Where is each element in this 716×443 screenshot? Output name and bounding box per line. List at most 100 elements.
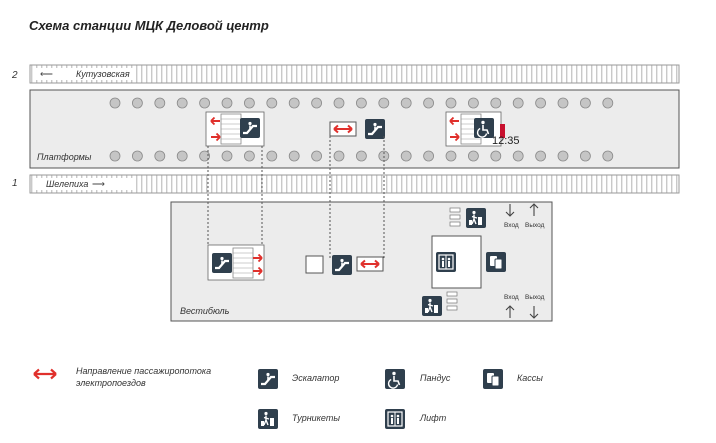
platform-dot	[333, 150, 345, 162]
platform-dot	[288, 150, 300, 162]
marker-bar	[500, 124, 505, 138]
platform-dot	[602, 97, 614, 109]
exit-label-bottom: Выход	[525, 294, 545, 301]
platform-dot	[602, 150, 614, 162]
platform-dot	[557, 97, 569, 109]
platform-dot	[243, 97, 255, 109]
platform-dot	[512, 150, 524, 162]
entry-exit-bottom	[505, 305, 539, 319]
platform-dot	[557, 150, 569, 162]
platform-dot	[176, 150, 188, 162]
platform-dot	[467, 150, 479, 162]
turnstile-icon	[421, 295, 443, 317]
wheelchair-ramp-icon	[384, 368, 406, 390]
platform-dot	[109, 97, 121, 109]
vestibule-label: Вестибюль	[180, 306, 230, 316]
connectors	[207, 136, 385, 258]
track-2-direction: Кутузовская	[76, 69, 130, 79]
platform-dot	[535, 150, 546, 162]
platform-dot	[580, 97, 591, 109]
platform-dot	[490, 150, 502, 162]
vestibule-escalator-middle	[305, 253, 384, 277]
platform-dots-bottom	[109, 150, 614, 162]
vestibule-turnstiles-top	[449, 207, 487, 229]
platform-dot	[378, 97, 390, 109]
platform-dot	[266, 150, 278, 162]
platform-dot	[355, 150, 367, 162]
escalator-icon	[256, 367, 280, 391]
platform-dot	[400, 97, 412, 109]
platform-dot	[131, 97, 143, 109]
double-arrow-icon	[329, 121, 357, 137]
vestibule-elevator-block	[431, 235, 507, 289]
escalator-icon	[330, 253, 354, 277]
legend-flow-label-line2: электропоездов	[76, 378, 146, 388]
escalator-icon	[238, 116, 262, 140]
platform-dot	[535, 97, 546, 109]
turnstile-icon	[257, 408, 279, 430]
platform-dot	[467, 97, 479, 109]
platform-dot	[131, 150, 143, 162]
platform-dot	[243, 150, 255, 162]
ticket-cashier-icon	[482, 368, 504, 390]
entry-label-top: Вход	[504, 222, 519, 229]
platforms-label: Платформы	[37, 152, 92, 162]
legend-elevator-label: Лифт	[419, 413, 447, 423]
platform-dot	[355, 97, 367, 109]
platform-dot	[221, 97, 233, 109]
platform-dot	[311, 150, 323, 162]
legend-flow-icon	[33, 368, 57, 380]
platform-dot	[109, 150, 121, 162]
track-2-number: 2	[11, 70, 18, 81]
legend-turnstiles-label: Турникеты	[292, 413, 340, 423]
legend-flow-label-line1: Направление пассажиропотока	[76, 366, 211, 376]
escalator-icon	[210, 251, 234, 275]
platform-dot	[266, 97, 278, 109]
track-1	[29, 174, 680, 194]
platform-dot	[400, 150, 412, 162]
entry-label-bottom: Вход	[504, 294, 519, 301]
legend-ramp-label: Пандус	[420, 373, 451, 383]
escalator-icon	[363, 117, 387, 141]
platform-dot	[512, 97, 524, 109]
track-1-direction: Шелепиха	[46, 179, 88, 189]
wheelchair-ramp-icon	[473, 117, 495, 139]
arrow-up-icon	[505, 305, 515, 318]
platform-dot	[580, 150, 591, 162]
arrow-down-icon	[505, 204, 515, 217]
platform-dot	[490, 97, 502, 109]
track-2-arrow-icon: ⟵	[40, 69, 53, 79]
elevator-icon	[435, 251, 457, 273]
track-1-number: 1	[12, 178, 18, 189]
double-arrow-icon	[356, 256, 384, 272]
platform-ramp-group: 12:35	[445, 111, 520, 147]
platform-dot	[445, 97, 457, 109]
marker-label: 12:35	[492, 135, 520, 147]
platform-dot	[199, 150, 211, 162]
legend: Направление пассажиропотока электропоезд…	[33, 366, 543, 430]
platform-dots-top	[109, 97, 614, 109]
page-title: Схема станции МЦК Деловой центр	[29, 18, 269, 33]
platform-dot	[445, 150, 457, 162]
elevator-icon	[384, 408, 406, 430]
legend-cashier-label: Кассы	[517, 373, 543, 383]
platform-dot	[333, 97, 345, 109]
platform-dot	[176, 97, 188, 109]
platform-dot	[154, 97, 166, 109]
legend-escalator-label: Эскалатор	[292, 373, 339, 383]
arrow-down-icon	[529, 306, 539, 319]
arrow-up-icon	[529, 203, 539, 216]
platform-dot	[221, 150, 233, 162]
platform-dot	[423, 97, 435, 109]
vestibule-escalator-left	[207, 244, 265, 281]
track-1-arrow-icon: ⟶	[92, 179, 105, 189]
platform-dot	[311, 97, 323, 109]
turnstile-icon	[465, 207, 487, 229]
exit-label-top: Выход	[525, 222, 545, 229]
entry-exit-top	[505, 203, 539, 217]
ticket-cashier-icon	[485, 251, 507, 273]
platform-escalator-left	[205, 111, 265, 147]
track-2	[29, 64, 680, 84]
platform-dot	[423, 150, 435, 162]
platform-dot	[154, 150, 166, 162]
